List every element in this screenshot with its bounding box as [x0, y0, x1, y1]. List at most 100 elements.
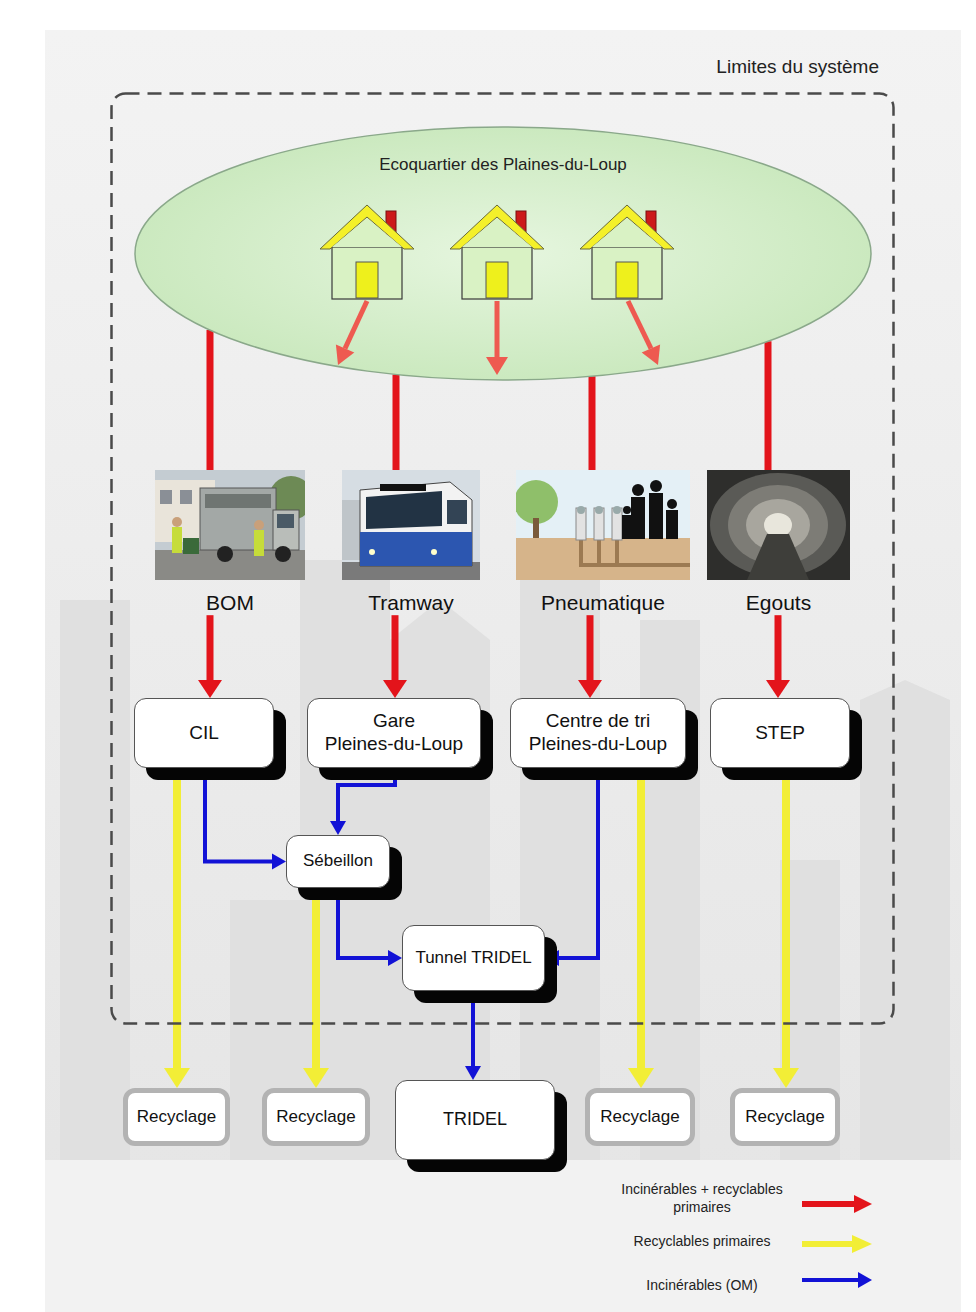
flow-line	[775, 615, 782, 681]
collection-mode: Pneumatique	[516, 470, 690, 615]
word: Plaines-du-Loup	[503, 155, 627, 174]
word: Recyclage	[745, 1107, 824, 1126]
node-label: Incinérables (OM)	[617, 1276, 787, 1294]
arrowhead	[164, 1068, 190, 1088]
node-label: Egouts	[707, 590, 850, 615]
arrowhead	[330, 821, 346, 835]
node-label: STEP	[755, 722, 805, 745]
flow-arrow	[164, 768, 190, 1088]
flow-line	[207, 330, 214, 470]
word: STEP	[755, 722, 805, 743]
word: TRIDEL	[443, 1109, 507, 1129]
node-label: Ecoquartier des Plaines-du-Loup	[133, 155, 873, 175]
node-label: Recyclage	[276, 1107, 355, 1127]
panel	[45, 30, 961, 1312]
word: +	[701, 1181, 709, 1197]
word: Recyclage	[276, 1107, 355, 1126]
flow-arrow	[545, 768, 598, 966]
word: des	[471, 155, 498, 174]
flow-line	[471, 991, 475, 1067]
city-silhouette	[60, 500, 950, 1160]
word: Incinérables	[621, 1181, 697, 1197]
word: (OM)	[726, 1277, 758, 1293]
legend-arrow	[800, 1268, 874, 1292]
arrowhead	[578, 680, 602, 698]
legend-entry: Incinérables (OM)	[617, 1276, 787, 1294]
flow-arrow	[383, 615, 407, 698]
node-label: Limites du système	[110, 56, 895, 79]
node-label: Sébeillon	[303, 851, 373, 871]
arrowhead	[198, 680, 222, 698]
word: Egouts	[746, 591, 811, 614]
node-label: BOM	[155, 590, 305, 615]
word: du	[782, 56, 803, 77]
house	[450, 205, 544, 299]
node-label: Recyclage	[600, 1107, 679, 1127]
legend-arrow-line	[802, 1241, 853, 1247]
ground-band	[45, 1160, 961, 1312]
process-box: Centre de tri Pleines-du-Loup	[510, 698, 686, 768]
recycling-box: Recyclage	[262, 1088, 370, 1146]
collection-mode: Tramway	[342, 470, 480, 615]
word: système	[808, 56, 879, 77]
house	[580, 205, 674, 299]
flow-arrow	[210, 330, 211, 470]
arrowhead	[766, 680, 790, 698]
process-box: Tunnel TRIDEL	[402, 925, 545, 991]
arrowhead	[272, 854, 286, 870]
legend-entry: Incinérables + recyclables primaires	[617, 1180, 787, 1216]
flow-arrow	[465, 991, 481, 1080]
word: Recyclage	[137, 1107, 216, 1126]
arrowhead	[773, 1068, 799, 1088]
flow-line	[587, 615, 594, 681]
node-label: Recyclage	[745, 1107, 824, 1127]
word: primaires	[713, 1233, 771, 1249]
word: Pleines-du-Loup	[325, 733, 463, 754]
word: Recyclage	[600, 1107, 679, 1126]
word: CIL	[189, 722, 219, 743]
node-label: Tunnel TRIDEL	[415, 948, 531, 968]
house-arrows	[336, 301, 660, 375]
collection-mode: Egouts	[707, 470, 850, 615]
recycling-box: Recyclage	[585, 1088, 695, 1146]
process-box: CIL	[134, 698, 274, 768]
word: Ecoquartier	[379, 155, 466, 174]
node-label: Recyclables primaires	[617, 1232, 787, 1250]
flow-arrow	[330, 768, 395, 835]
tramway-photo	[342, 470, 480, 580]
process-box: TRIDEL	[395, 1080, 555, 1160]
flow-arrow	[578, 615, 602, 698]
word: tri	[634, 710, 650, 731]
flow-line	[207, 615, 214, 681]
flow-line	[589, 376, 596, 470]
legend-arrow-line	[802, 1278, 859, 1282]
flow-line	[312, 888, 320, 1069]
word: Sébeillon	[303, 851, 373, 870]
flow-arrow	[303, 888, 329, 1088]
word: Gare	[373, 710, 415, 731]
legend-entry: Recyclables primaires	[617, 1232, 787, 1250]
arrowhead	[383, 680, 407, 698]
process-box: STEP	[710, 698, 850, 768]
legend-arrowhead	[858, 1272, 872, 1288]
legend-arrow-line	[802, 1201, 855, 1207]
collection-mode: BOM	[155, 470, 305, 615]
word: Tunnel	[415, 948, 466, 967]
arrowhead	[545, 950, 559, 966]
node-label: Centre de tri Pleines-du-Loup	[519, 710, 677, 756]
flow-line	[205, 768, 273, 862]
word: Recyclables	[634, 1233, 709, 1249]
recycling-box: Recyclage	[123, 1088, 230, 1146]
legend-arrow	[800, 1232, 874, 1256]
legend-arrow	[800, 1192, 874, 1216]
recycling-box: Recyclage	[730, 1088, 840, 1146]
flow-line	[392, 615, 399, 681]
word: Centre	[546, 710, 603, 731]
flow-arrow	[628, 768, 654, 1088]
legend-arrowhead	[852, 1235, 872, 1253]
house	[320, 205, 414, 299]
arrowhead	[303, 1068, 329, 1088]
flow-arrow	[338, 888, 402, 966]
word: primaires	[673, 1199, 731, 1215]
word: Incinérables	[646, 1277, 722, 1293]
